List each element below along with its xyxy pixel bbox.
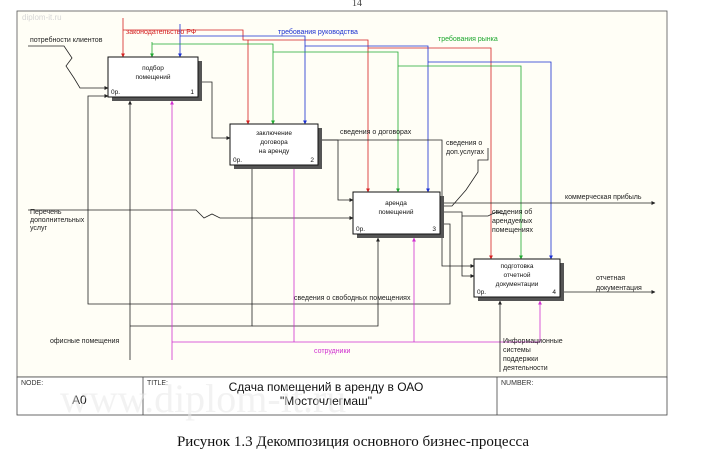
- block-3-number: 3: [432, 226, 436, 233]
- block-4-line-3: документации: [496, 281, 539, 288]
- label-leased-1: сведения об: [492, 208, 532, 216]
- arrow-extra-list: [28, 209, 354, 220]
- block-2-number: 2: [310, 157, 314, 164]
- label-info-4: деятельности: [503, 365, 548, 372]
- page-number: 14: [352, 0, 362, 9]
- arrow-extra-services-info: [440, 148, 489, 207]
- block-1-cost: 0р.: [111, 89, 120, 96]
- label-leased-3: помещениях: [492, 227, 534, 234]
- label-leased-2: арендуемых: [492, 218, 533, 225]
- block-3-cost: 0р.: [356, 226, 365, 233]
- label-staff: сотрудники: [314, 348, 351, 355]
- arrow-staff: [170, 100, 542, 360]
- node-label: NODE:: [21, 380, 43, 387]
- arrow-b3-b4: [440, 211, 475, 278]
- watermark-small: diplom-it.ru: [22, 13, 62, 22]
- block-2-line-3: на аренду: [259, 148, 290, 155]
- label-free-rooms: сведения о свободных помещениях: [294, 294, 411, 302]
- label-client-needs: потребности клиентов: [30, 36, 103, 44]
- title-line-1: Сдача помещений в аренду в ОАО: [229, 380, 424, 394]
- number-label: NUMBER:: [501, 380, 533, 387]
- block-2: заключение договора на аренду 0р. 2: [229, 123, 322, 169]
- block-4-cost: 0р.: [477, 289, 486, 296]
- label-info-1: Информационные: [503, 338, 563, 345]
- label-market: требования рынка: [438, 35, 498, 43]
- title-label: TITLE:: [147, 380, 168, 387]
- arrow-leased-tick: [462, 211, 507, 217]
- label-extra-info-2: доп.услугах: [446, 149, 485, 156]
- block-2-line-1: заключение: [256, 130, 292, 137]
- arrow-market: [150, 42, 523, 260]
- label-management: требования руководства: [278, 28, 358, 36]
- label-extra-list-2: дополнительных: [30, 217, 85, 224]
- block-1: подбор помещений 0р. 1: [107, 56, 202, 101]
- block-2-cost: 0р.: [233, 157, 242, 164]
- title-line-2: "Мосточлегмаш": [280, 394, 372, 408]
- block-4-line-1: подготовка: [500, 263, 533, 270]
- block-4: подготовка отчетной документации 0р. 4: [473, 258, 564, 301]
- arrow-b1-b2: [202, 81, 231, 140]
- block-2-line-2: договора: [260, 139, 288, 146]
- block-3-line-2: помещений: [379, 208, 414, 216]
- block-4-number: 4: [552, 289, 556, 296]
- label-extra-list-3: услуг: [30, 225, 48, 232]
- arrow-client-needs: [28, 45, 109, 90]
- label-report-2: документация: [596, 285, 642, 292]
- figure-caption: Рисунок 1.3 Декомпозиция основного бизне…: [177, 434, 529, 450]
- arrow-management: [178, 24, 553, 260]
- label-law: законодательство РФ: [126, 29, 196, 36]
- watermark-big: www.diplom-it.ru: [60, 376, 346, 421]
- block-1-line-2: помещений: [136, 73, 171, 81]
- label-contracts-info: сведения о договорах: [340, 129, 412, 136]
- node-value: A0: [72, 393, 87, 407]
- label-info-3: поддержки: [503, 356, 538, 363]
- arrow-free-rooms: [87, 94, 451, 305]
- block-4-line-2: отчетной: [503, 271, 530, 279]
- block-1-number: 1: [190, 89, 194, 96]
- block-3: аренда помещений 0р. 3: [352, 191, 444, 238]
- label-extra-info-1: сведения о: [446, 140, 482, 147]
- label-office-rooms: офисные помещения: [50, 338, 120, 345]
- title-bar: [16, 376, 668, 416]
- label-profit: коммерческая прибыль: [565, 193, 642, 201]
- label-extra-list-1: Перечень: [30, 209, 62, 216]
- label-info-2: системы: [503, 347, 531, 354]
- block-3-line-1: аренда: [385, 200, 407, 207]
- block-1-line-1: подбор: [142, 64, 164, 72]
- label-report-1: отчетная: [596, 275, 625, 282]
- arrow-law: [121, 18, 493, 260]
